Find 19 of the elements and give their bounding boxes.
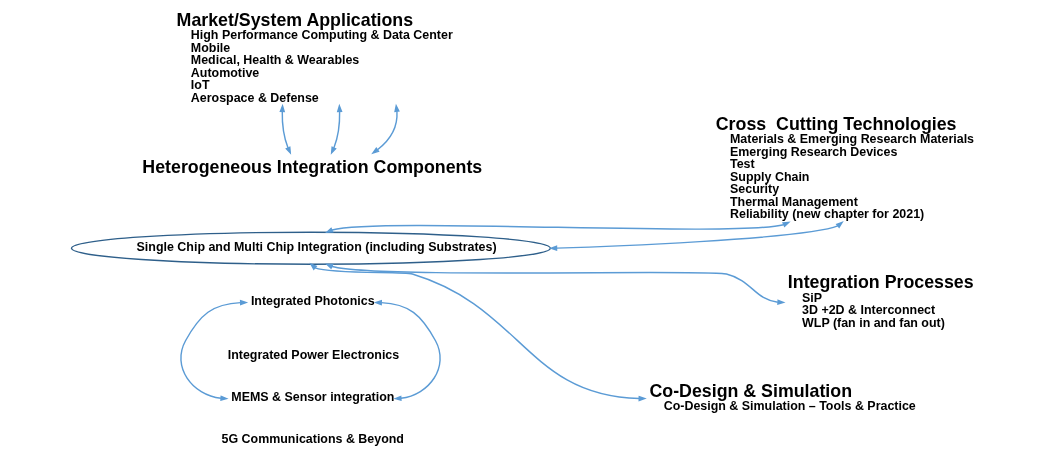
node-text: Integration Processes SiP 3D +2D & Interconnect WLP (fan in and fan out) xyxy=(787,272,974,330)
arrow xyxy=(179,299,248,402)
arrow xyxy=(324,221,791,234)
arrow xyxy=(373,299,441,402)
node-text: Cross Cutting Technologies Materials & Emerging Research Materials Emerging Research Devices Test Supply Chain Security Thermal Management Reliability (new chapter for 2021) xyxy=(715,113,974,222)
node-text: 5G Communications & Beyond xyxy=(221,431,404,446)
node-ellipse: Single Chip and Multi Chip Integration (including Substrates) xyxy=(70,231,551,265)
node-text: Market/System Applications High Performance Computing & Data Center Mobile Medical, Health & Wearables Automotive IoT Aerospace & Defense xyxy=(176,9,453,105)
arrow xyxy=(308,262,647,402)
node-text: MEMS & Sensor integration xyxy=(230,389,394,404)
arrow xyxy=(324,263,786,306)
node-text: Integrated Power Electronics xyxy=(227,348,399,363)
arrow xyxy=(278,103,291,155)
arrow xyxy=(330,103,342,155)
arrow xyxy=(548,221,844,251)
node-text: Integrated Photonics xyxy=(250,293,375,308)
node-text: Heterogeneous Integration Components xyxy=(141,156,482,177)
arrow xyxy=(370,103,400,155)
node-text: Co-Design & Simulation Co-Design & Simulation – Tools & Practice xyxy=(648,380,916,414)
